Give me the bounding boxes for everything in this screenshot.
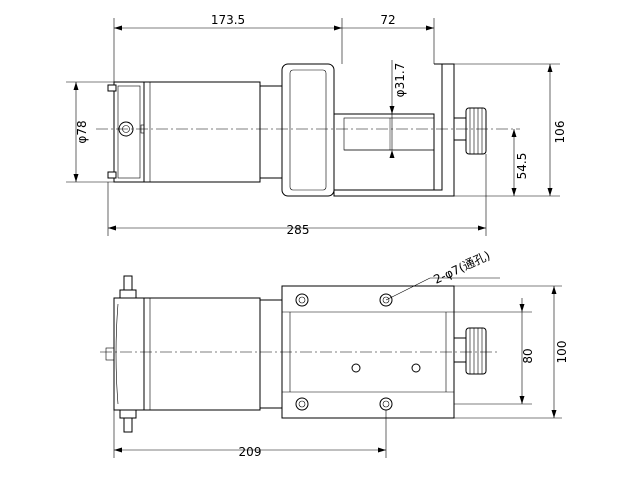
terminal-bottom bbox=[123, 417, 133, 433]
knob-shaft-top-view bbox=[453, 337, 467, 363]
motor-body bbox=[143, 81, 261, 183]
bolt-center-right bbox=[411, 363, 421, 373]
dim-axis-height: 54.5 bbox=[515, 153, 529, 180]
dim-top-right: 72 bbox=[380, 13, 395, 27]
side-view: 173.5 72 φ31.7 φ78 106 54.5 285 bbox=[66, 13, 567, 237]
dim-mount-length: 209 bbox=[239, 445, 262, 459]
hand-knob bbox=[465, 107, 487, 155]
dim-base-width: 100 bbox=[555, 341, 569, 364]
hole-callout: 2-φ7(通孔) bbox=[431, 248, 492, 286]
dim-drum-diameter: φ31.7 bbox=[393, 63, 407, 98]
motor-end-top-view bbox=[113, 297, 145, 411]
dim-bolt-spacing: 80 bbox=[521, 348, 535, 363]
top-view: 2-φ7(通孔) 80 100 209 bbox=[100, 248, 569, 459]
gearbox bbox=[259, 85, 283, 179]
mount-hole-bl bbox=[295, 397, 309, 411]
gearbox-top-view bbox=[259, 299, 283, 409]
cable-drum bbox=[333, 113, 435, 193]
dim-total-height: 106 bbox=[553, 121, 567, 144]
dim-motor-diameter: φ78 bbox=[75, 120, 89, 143]
motor-body-top-view bbox=[143, 297, 261, 411]
terminal-top bbox=[123, 275, 133, 291]
bolt-center-left bbox=[351, 363, 361, 373]
mount-hole-tl bbox=[295, 293, 309, 307]
end-bracket bbox=[333, 63, 455, 197]
dim-total-length: 285 bbox=[287, 223, 310, 237]
hand-knob-top-view bbox=[465, 327, 487, 375]
mount-hole-br bbox=[379, 397, 393, 411]
dim-top-left: 173.5 bbox=[211, 13, 245, 27]
motor-bolt-top bbox=[107, 84, 117, 92]
motor-bolt-bottom bbox=[107, 171, 117, 179]
